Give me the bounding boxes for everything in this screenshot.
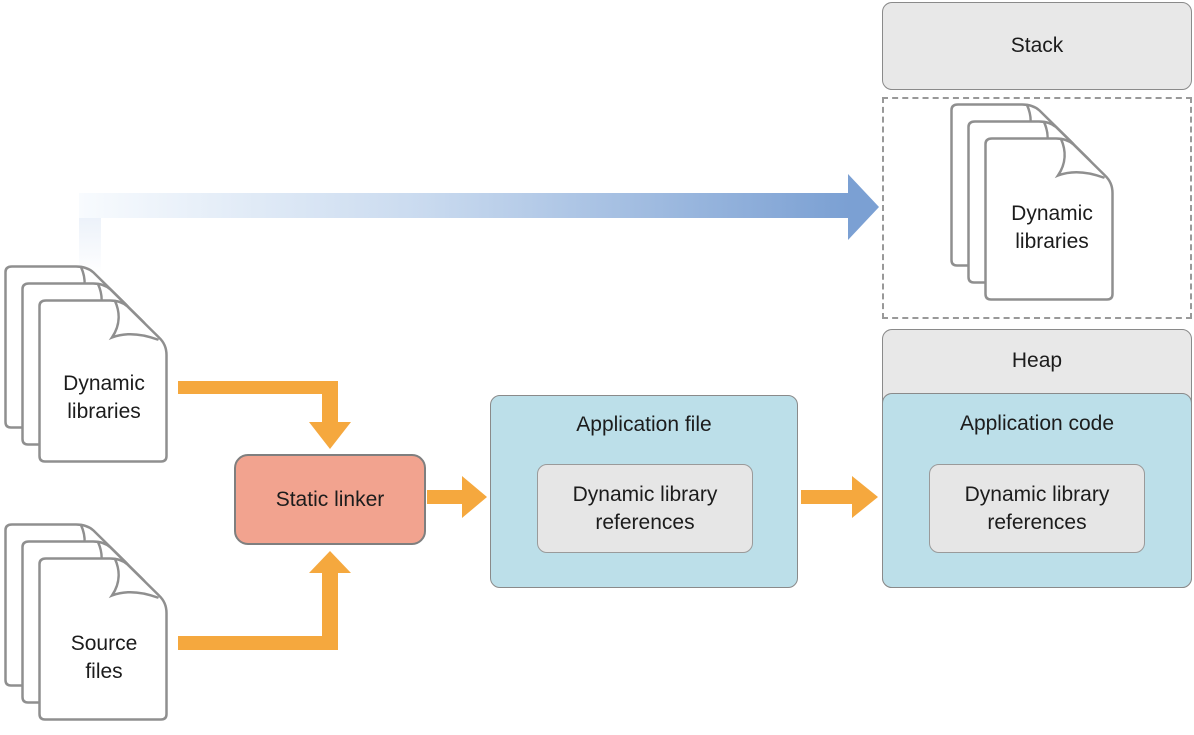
dynlibs-to-linker-arrow-head-icon: [309, 422, 351, 449]
loaded-dynamic-libraries-label: Dynamic libraries: [1011, 202, 1093, 253]
application-file-title: Application file: [576, 413, 712, 436]
stack-region-box: Stack: [882, 2, 1192, 90]
source-files-stack-icon: [4, 523, 168, 721]
load-arrow-head-icon: [848, 174, 879, 240]
stack-label: Stack: [1010, 34, 1064, 57]
appfile-to-heap-arrow-shaft: [801, 490, 854, 504]
file-dynamic-library-references-box: Dynamic library references: [537, 464, 753, 553]
sources-to-linker-arrow-head-icon: [309, 551, 351, 573]
sources-to-linker-arrow-horizontal: [178, 636, 338, 650]
source-files-label: Source files: [70, 632, 138, 683]
loaded-libraries-dashed-box: [882, 97, 1192, 319]
linker-to-appfile-arrow-shaft: [427, 490, 464, 504]
heap-label: Heap: [1011, 349, 1063, 372]
heap-dynamic-library-references-label: Dynamic library references: [964, 482, 1110, 534]
file-dynamic-library-references-label: Dynamic library references: [572, 482, 718, 534]
linker-to-appfile-arrow-head-icon: [462, 476, 487, 518]
dynamic-libraries-stack-icon: [4, 265, 168, 463]
appfile-to-heap-arrow-head-icon: [852, 476, 878, 518]
sources-to-linker-arrow-vertical: [322, 572, 338, 650]
static-linker-label: Static linker: [275, 487, 385, 511]
heap-label-wrap: Heap: [882, 329, 1192, 393]
dynamic-libraries-label: Dynamic libraries: [63, 372, 145, 423]
dynlibs-to-linker-arrow-vertical: [322, 381, 338, 423]
dynlibs-to-linker-arrow-horizontal: [178, 381, 330, 394]
application-code-title: Application code: [959, 412, 1115, 435]
static-linker-box: Static linker: [234, 454, 426, 545]
load-arrow-shaft: [79, 193, 849, 218]
heap-dynamic-library-references-box: Dynamic library references: [929, 464, 1145, 553]
